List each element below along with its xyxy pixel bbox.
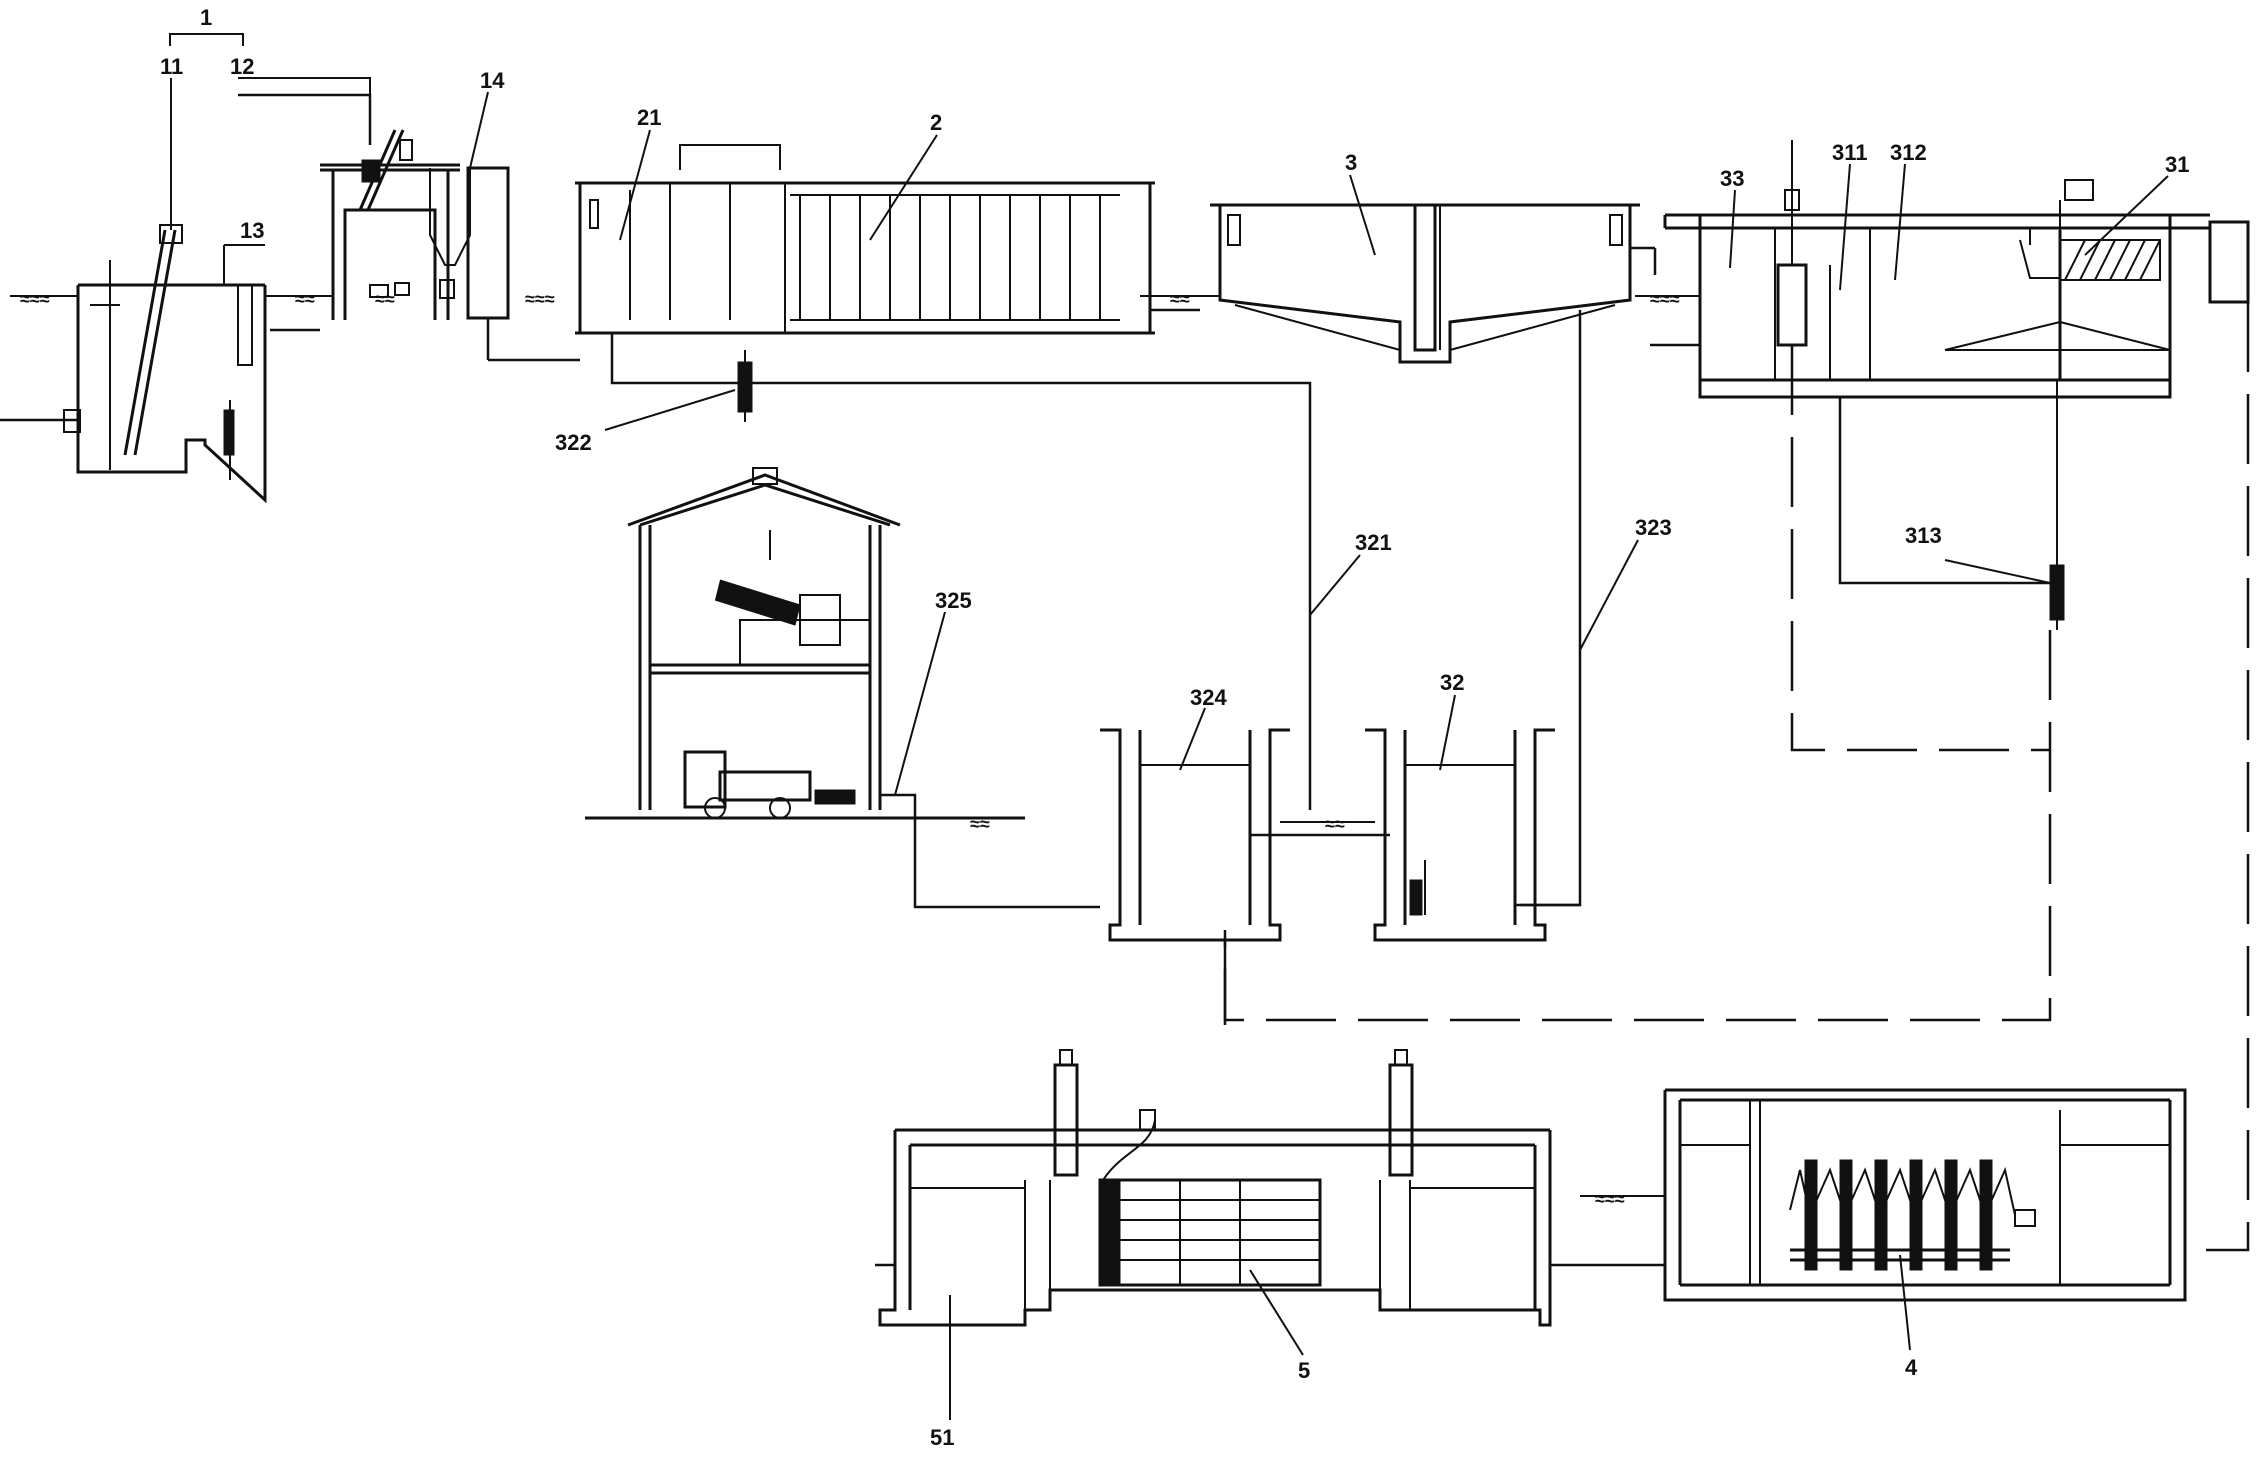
leader-14 [469,91,489,169]
sludge-tank-324 [1100,728,1390,1025]
leader-324 [1179,707,1206,771]
ground-mark: ≈≈≈ [1650,289,1680,309]
leader-323 [1579,539,1639,651]
secondary-clarifier-3 [1210,203,1657,907]
bracket-1 [169,33,244,46]
leader-325 [894,611,946,796]
label-312: 312 [1890,140,1927,165]
label-324: 324 [1190,685,1227,710]
label-4: 4 [1905,1355,1918,1380]
leader-312 [1894,163,1906,281]
label-3: 3 [1345,150,1357,175]
leader-311 [1839,163,1851,291]
leader-32 [1439,694,1456,771]
filter-5 [875,1049,1590,1327]
sludge-house-325 [585,467,1100,909]
screen-house-12 [270,129,460,332]
label-13: 13 [240,218,264,243]
ground-mark: ≈≈≈ [525,289,555,309]
ground-mark: ≈≈ [375,289,395,309]
leader-322 [604,389,736,431]
label-323: 323 [1635,515,1672,540]
label-311: 311 [1832,140,1868,165]
leader-313 [1944,559,2051,584]
label-5: 5 [1298,1358,1310,1383]
label-1: 1 [200,5,212,30]
label-51: 51 [930,1425,954,1450]
label-33: 33 [1720,166,1744,191]
leader-321 [1309,554,1361,616]
ground-mark: ≈≈≈ [20,289,50,309]
ground-mark: ≈≈≈ [1595,1189,1625,1209]
label-325: 325 [935,588,972,613]
label-31: 31 [2165,152,2189,177]
sludge-tank-32 [1365,728,1580,942]
aeration-tank-2 [575,144,1312,740]
leader-3 [1349,174,1376,256]
leader-5 [1249,1269,1304,1356]
label-2: 2 [930,110,942,135]
high-density-clarifier-31 [1223,140,2250,1252]
leader-31 [2084,175,2169,256]
leader-2 [869,134,938,241]
ground-mark: ≈≈ [295,289,315,309]
grit-chamber-14 [429,166,580,362]
ground-mark: ≈≈ [970,814,990,834]
label-12: 12 [230,54,254,79]
label-322: 322 [555,430,592,455]
ground-mark: ≈≈ [1325,814,1345,834]
inlet-well-13 [0,224,267,504]
contact-tank-4 [1590,1088,2187,1302]
label-14: 14 [480,68,505,93]
leader-12 [238,77,371,140]
label-313: 313 [1905,523,1942,548]
leader-21 [619,129,651,241]
leader-4 [1899,1254,1911,1351]
ground-mark: ≈≈ [1170,289,1190,309]
label-32: 32 [1440,670,1464,695]
leader-33 [1729,189,1736,269]
label-11: 11 [160,54,183,79]
label-21: 21 [637,105,661,130]
label-321: 321 [1355,530,1392,555]
